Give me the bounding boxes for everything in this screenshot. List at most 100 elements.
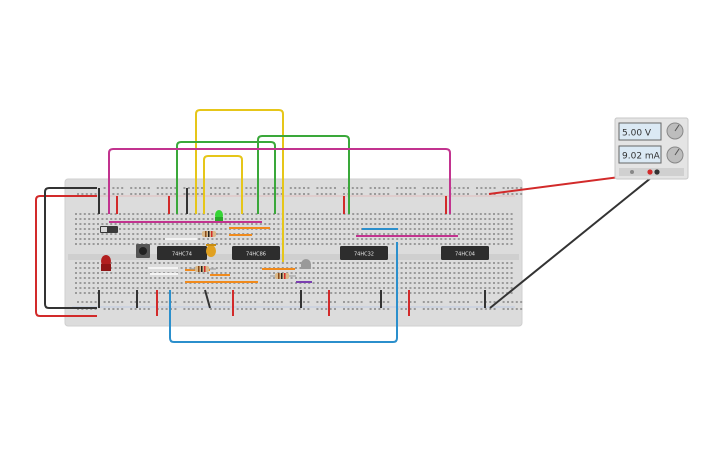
breadboard-hole[interactable]	[193, 277, 196, 279]
breadboard-hole[interactable]	[475, 282, 478, 284]
breadboard-hole[interactable]	[88, 233, 91, 235]
breadboard-hole[interactable]	[457, 282, 460, 284]
breadboard-hole[interactable]	[167, 262, 170, 264]
breadboard-hole[interactable]	[259, 272, 262, 274]
breadboard-hole[interactable]	[132, 228, 135, 230]
breadboard-hole[interactable]	[427, 277, 429, 279]
breadboard-hole[interactable]	[475, 233, 478, 235]
breadboard-hole[interactable]	[351, 193, 354, 195]
breadboard-hole[interactable]	[264, 262, 267, 264]
breadboard-hole[interactable]	[268, 262, 271, 264]
breadboard-hole[interactable]	[427, 218, 429, 220]
breadboard-hole[interactable]	[489, 187, 492, 189]
breadboard-hole[interactable]	[440, 277, 443, 279]
breadboard-hole[interactable]	[383, 272, 385, 274]
breadboard-hole[interactable]	[183, 301, 186, 303]
breadboard-hole[interactable]	[114, 223, 117, 225]
breadboard-hole[interactable]	[427, 187, 430, 189]
breadboard-hole[interactable]	[277, 282, 280, 284]
breadboard-hole[interactable]	[105, 213, 108, 215]
breadboard-hole[interactable]	[475, 272, 478, 274]
breadboard-hole[interactable]	[207, 238, 209, 240]
breadboard-hole[interactable]	[167, 282, 170, 284]
breadboard-hole[interactable]	[387, 308, 390, 310]
breadboard-hole[interactable]	[141, 287, 143, 289]
breadboard-hole[interactable]	[220, 223, 223, 225]
breadboard-hole[interactable]	[383, 213, 385, 215]
breadboard-hole[interactable]	[360, 301, 363, 303]
breadboard-hole[interactable]	[180, 213, 183, 215]
breadboard-hole[interactable]	[307, 308, 310, 310]
breadboard-hole[interactable]	[119, 213, 121, 215]
breadboard-hole[interactable]	[497, 218, 500, 220]
breadboard-hole[interactable]	[325, 243, 328, 245]
breadboard-hole[interactable]	[334, 287, 337, 289]
breadboard-hole[interactable]	[356, 262, 359, 264]
breadboard-hole[interactable]	[413, 272, 416, 274]
breadboard-hole[interactable]	[268, 213, 271, 215]
breadboard-hole[interactable]	[189, 287, 192, 289]
breadboard-hole[interactable]	[249, 301, 252, 303]
breadboard-hole[interactable]	[449, 272, 451, 274]
breadboard-hole[interactable]	[167, 233, 170, 235]
breadboard-hole[interactable]	[440, 238, 443, 240]
breadboard-hole[interactable]	[229, 267, 231, 269]
breadboard-hole[interactable]	[378, 272, 381, 274]
breadboard-hole[interactable]	[119, 267, 121, 269]
breadboard-hole[interactable]	[276, 193, 279, 195]
breadboard-hole[interactable]	[185, 267, 187, 269]
breadboard-hole[interactable]	[224, 228, 227, 230]
breadboard-hole[interactable]	[330, 218, 333, 220]
breadboard-hole[interactable]	[334, 272, 337, 274]
breadboard-hole[interactable]	[165, 301, 168, 303]
breadboard-hole[interactable]	[158, 243, 161, 245]
breadboard-hole[interactable]	[334, 213, 337, 215]
breadboard-hole[interactable]	[383, 277, 385, 279]
breadboard-hole[interactable]	[158, 233, 161, 235]
breadboard-hole[interactable]	[343, 193, 345, 195]
breadboard-hole[interactable]	[116, 193, 119, 195]
breadboard-hole[interactable]	[484, 228, 487, 230]
breadboard-hole[interactable]	[123, 228, 126, 230]
breadboard-hole[interactable]	[176, 287, 179, 289]
breadboard-hole[interactable]	[308, 287, 311, 289]
wire-black-left-rail[interactable]	[44, 187, 97, 309]
breadboard-hole[interactable]	[466, 243, 469, 245]
breadboard-hole[interactable]	[207, 218, 209, 220]
breadboard-hole[interactable]	[365, 267, 368, 269]
breadboard-hole[interactable]	[286, 287, 289, 289]
breadboard-hole[interactable]	[77, 301, 79, 303]
breadboard-hole[interactable]	[510, 243, 513, 245]
breadboard-hole[interactable]	[242, 262, 245, 264]
breadboard-hole[interactable]	[497, 223, 500, 225]
breadboard-hole[interactable]	[215, 292, 218, 294]
breadboard-hole[interactable]	[163, 262, 165, 264]
breadboard-hole[interactable]	[396, 223, 399, 225]
breadboard-hole[interactable]	[347, 243, 350, 245]
breadboard-hole[interactable]	[277, 262, 280, 264]
breadboard-hole[interactable]	[143, 301, 146, 303]
breadboard-hole[interactable]	[360, 193, 363, 195]
breadboard-hole[interactable]	[457, 233, 460, 235]
breadboard-hole[interactable]	[132, 238, 135, 240]
breadboard-hole[interactable]	[352, 223, 355, 225]
breadboard-hole[interactable]	[453, 301, 456, 303]
breadboard-hole[interactable]	[462, 238, 465, 240]
breadboard-hole[interactable]	[317, 267, 319, 269]
breadboard-hole[interactable]	[343, 233, 346, 235]
breadboard-hole[interactable]	[351, 187, 354, 189]
breadboard-hole[interactable]	[308, 213, 311, 215]
breadboard-hole[interactable]	[444, 282, 447, 284]
breadboard-hole[interactable]	[210, 193, 212, 195]
breadboard-hole[interactable]	[154, 218, 157, 220]
breadboard-hole[interactable]	[180, 218, 183, 220]
breadboard-hole[interactable]	[233, 213, 236, 215]
breadboard-hole[interactable]	[163, 223, 165, 225]
breadboard-hole[interactable]	[286, 243, 289, 245]
breadboard-hole[interactable]	[435, 267, 438, 269]
breadboard-hole[interactable]	[193, 292, 196, 294]
breadboard-hole[interactable]	[97, 218, 99, 220]
breadboard-hole[interactable]	[110, 272, 113, 274]
breadboard-hole[interactable]	[400, 193, 403, 195]
breadboard-hole[interactable]	[431, 287, 434, 289]
